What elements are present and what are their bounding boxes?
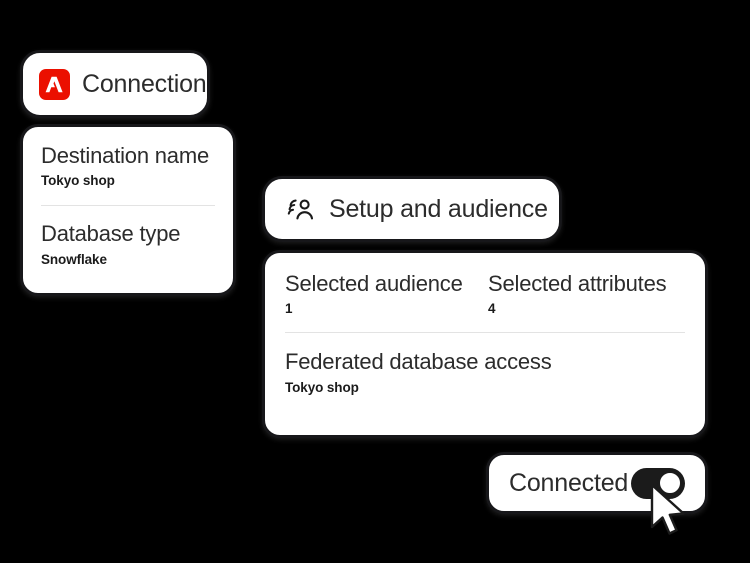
selected-audience-value: 1 [285, 301, 293, 317]
selected-attributes-field: Selected attributes 4 [488, 271, 667, 317]
audience-people-icon [285, 194, 315, 224]
destination-name-label: Destination name [41, 143, 210, 168]
federated-database-access-label: Federated database access [285, 349, 552, 375]
setup-and-audience-card[interactable]: Setup and audience [262, 176, 562, 242]
connected-label: Connected [509, 468, 629, 497]
selected-audience-label: Selected audience [285, 271, 463, 296]
selected-attributes-label: Selected attributes [488, 271, 667, 296]
selected-audience-field: Selected audience 1 [285, 271, 488, 316]
connection-title: Connection [82, 69, 207, 98]
federated-database-access-value: Tokyo shop [285, 379, 359, 395]
connected-card[interactable]: Connected [486, 452, 708, 514]
toggle-knob[interactable] [657, 470, 683, 496]
detail-columns: Selected audience 1 Selected attributes … [285, 271, 685, 316]
database-type-label: Database type [41, 221, 181, 247]
details-divider [285, 332, 685, 334]
setup-and-audience-title: Setup and audience [329, 194, 548, 223]
adobe-logo-icon [39, 68, 70, 100]
federated-database-access-field: Federated database access Tokyo shop [285, 349, 685, 394]
connection-toggle[interactable] [631, 467, 685, 499]
destination-name-field: Destination name Tokyo shop [41, 143, 215, 188]
destination-name-value: Tokyo shop [41, 173, 115, 189]
audience-details-card: Selected audience 1 Selected attributes … [262, 250, 708, 438]
selected-attributes-value: 4 [488, 301, 496, 317]
connection-card[interactable]: Connection [20, 50, 210, 118]
destination-card: Destination name Tokyo shop Database typ… [20, 124, 236, 296]
database-type-value: Snowflake [41, 251, 107, 267]
destination-divider [41, 205, 215, 207]
database-type-field: Database type Snowflake [41, 221, 215, 266]
